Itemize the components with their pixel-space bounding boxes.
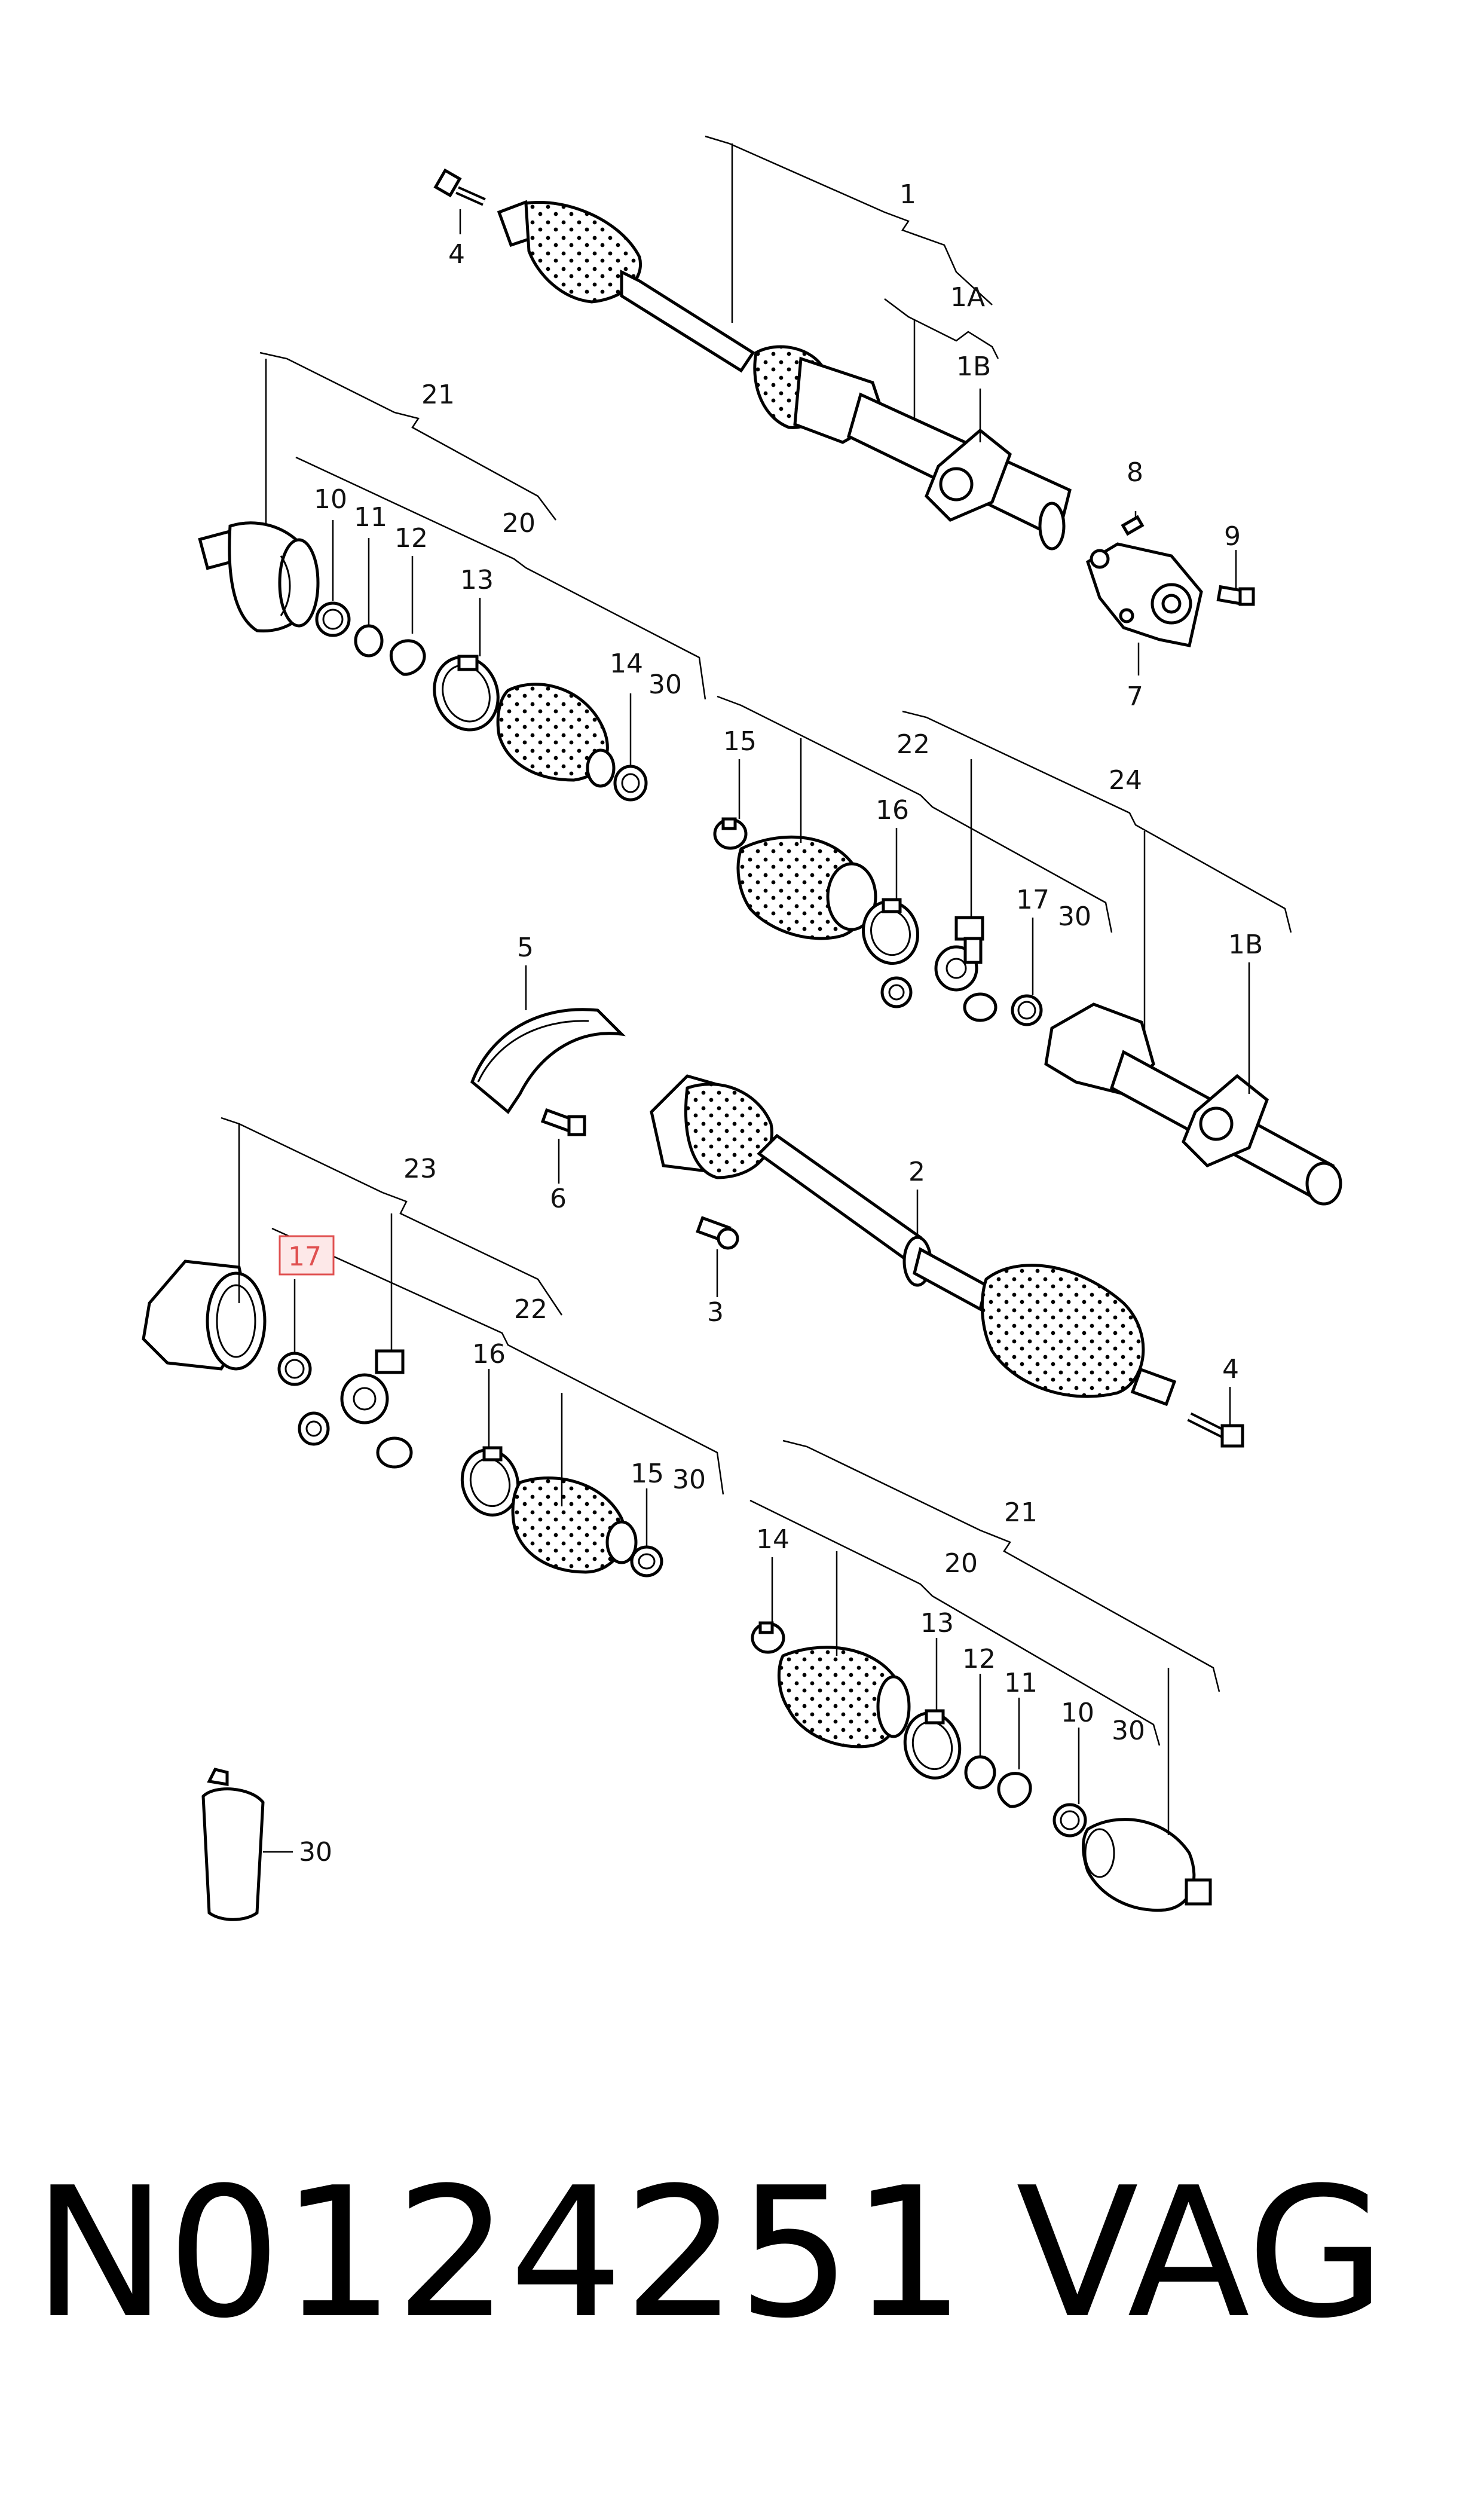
joint-24-with-shaft bbox=[1044, 1002, 1342, 1206]
callout-7: 7 bbox=[1127, 681, 1143, 712]
callout-12-bottom: 12 bbox=[962, 1644, 996, 1674]
circlip-10-top bbox=[315, 601, 351, 637]
callout-24: 24 bbox=[1109, 765, 1142, 796]
circlip-17-bottom bbox=[277, 1352, 312, 1386]
bolt-4-bottom bbox=[1187, 1412, 1244, 1448]
callout-20-bottom: 20 bbox=[944, 1548, 978, 1579]
joint-housing-23 bbox=[142, 1259, 267, 1371]
bolt-4-top bbox=[433, 168, 486, 206]
hose-clamp-14-top bbox=[613, 765, 648, 802]
circlip-10-bottom bbox=[1052, 1803, 1087, 1838]
callout-1b-mid: 1B bbox=[1228, 930, 1263, 960]
callout-1a: 1A bbox=[950, 282, 985, 313]
callout-3: 3 bbox=[707, 1297, 724, 1328]
callout-1: 1 bbox=[899, 179, 916, 210]
dished-washer-12-bottom bbox=[964, 1755, 996, 1790]
callout-22-top: 22 bbox=[896, 729, 930, 760]
boot-lower-left bbox=[511, 1476, 626, 1574]
bolt-8 bbox=[1121, 515, 1145, 536]
thrust-ring-12-top bbox=[389, 639, 426, 676]
callout-17-top: 17 bbox=[1016, 885, 1049, 915]
highlight-box-17 bbox=[279, 1235, 335, 1276]
callout-9: 9 bbox=[1224, 521, 1241, 552]
bolt-3 bbox=[696, 1216, 739, 1250]
heat-shield-5 bbox=[470, 1008, 626, 1114]
callout-12-top: 12 bbox=[394, 523, 428, 554]
leader-lines bbox=[221, 135, 1292, 1853]
callout-11-bottom: 11 bbox=[1004, 1668, 1038, 1698]
callout-30-d: 30 bbox=[1112, 1716, 1145, 1746]
callout-21-top: 21 bbox=[421, 380, 455, 410]
hose-clamp-15-top bbox=[713, 817, 748, 850]
circlip-17-top bbox=[1011, 994, 1043, 1026]
hose-clamp-14-bottom bbox=[751, 1621, 785, 1654]
callout-4-bottom: 4 bbox=[1222, 1354, 1239, 1384]
callout-6: 6 bbox=[550, 1184, 567, 1214]
hose-clamp-13-bottom bbox=[903, 1709, 962, 1780]
brand-name: VAG bbox=[1016, 2149, 1386, 2358]
callout-14-top: 14 bbox=[610, 649, 643, 679]
drive-shaft-upper bbox=[433, 168, 1072, 551]
callout-13-top: 13 bbox=[460, 565, 494, 595]
bearing-bracket-7 bbox=[1085, 542, 1203, 647]
callout-10-bottom: 10 bbox=[1061, 1698, 1094, 1728]
bolt-6 bbox=[540, 1108, 586, 1136]
callout-11-top: 11 bbox=[354, 502, 387, 533]
outer-cv-joint-21-top bbox=[198, 521, 320, 633]
boot-top-left bbox=[496, 683, 609, 782]
callout-2: 2 bbox=[908, 1157, 925, 1187]
grease-tube-30 bbox=[201, 1768, 265, 1921]
tripod-22-bottom bbox=[298, 1349, 413, 1469]
callout-20-top: 20 bbox=[502, 508, 536, 539]
callout-21-bottom: 21 bbox=[1004, 1497, 1038, 1528]
hose-clamp-16-bottom bbox=[460, 1446, 520, 1517]
callout-30-b: 30 bbox=[1058, 901, 1091, 932]
hose-clamp-13-top bbox=[433, 655, 500, 732]
callout-17-highlight: 17 bbox=[288, 1242, 322, 1272]
callout-15-top: 15 bbox=[723, 726, 757, 757]
callout-16-bottom: 16 bbox=[472, 1339, 506, 1369]
drive-shaft-lower bbox=[650, 1074, 1177, 1407]
callout-8: 8 bbox=[1127, 457, 1143, 488]
callout-30-c: 30 bbox=[672, 1465, 706, 1495]
callout-30-tube: 30 bbox=[299, 1837, 332, 1867]
callout-5: 5 bbox=[517, 933, 534, 963]
hose-clamp-16-top bbox=[861, 898, 920, 965]
callout-23: 23 bbox=[403, 1154, 437, 1184]
dished-washer-11-top bbox=[354, 624, 384, 658]
callout-22-bottom: 22 bbox=[514, 1294, 547, 1325]
tripod-22-top bbox=[880, 916, 998, 1022]
callout-15-bottom: 15 bbox=[631, 1459, 664, 1489]
thrust-ring-11-bottom bbox=[997, 1772, 1032, 1808]
bolt-9 bbox=[1216, 585, 1255, 606]
callout-labels: 1 1A 1B 4 8 9 7 21 20 10 11 12 13 14 30 … bbox=[288, 179, 1263, 1867]
callout-4-top: 4 bbox=[448, 239, 465, 270]
outer-cv-joint-21-bottom bbox=[1082, 1818, 1212, 1912]
callout-10-top: 10 bbox=[314, 484, 347, 515]
callout-1b-top: 1B bbox=[956, 351, 991, 382]
callout-13-bottom: 13 bbox=[920, 1608, 954, 1638]
callout-30-a: 30 bbox=[648, 669, 682, 700]
part-number: N0124251 bbox=[33, 2149, 966, 2358]
callout-14-bottom: 14 bbox=[756, 1524, 790, 1555]
callout-16-top: 16 bbox=[876, 795, 909, 826]
hose-clamp-15-bottom bbox=[630, 1545, 663, 1578]
boot-lower-right bbox=[777, 1646, 903, 1748]
